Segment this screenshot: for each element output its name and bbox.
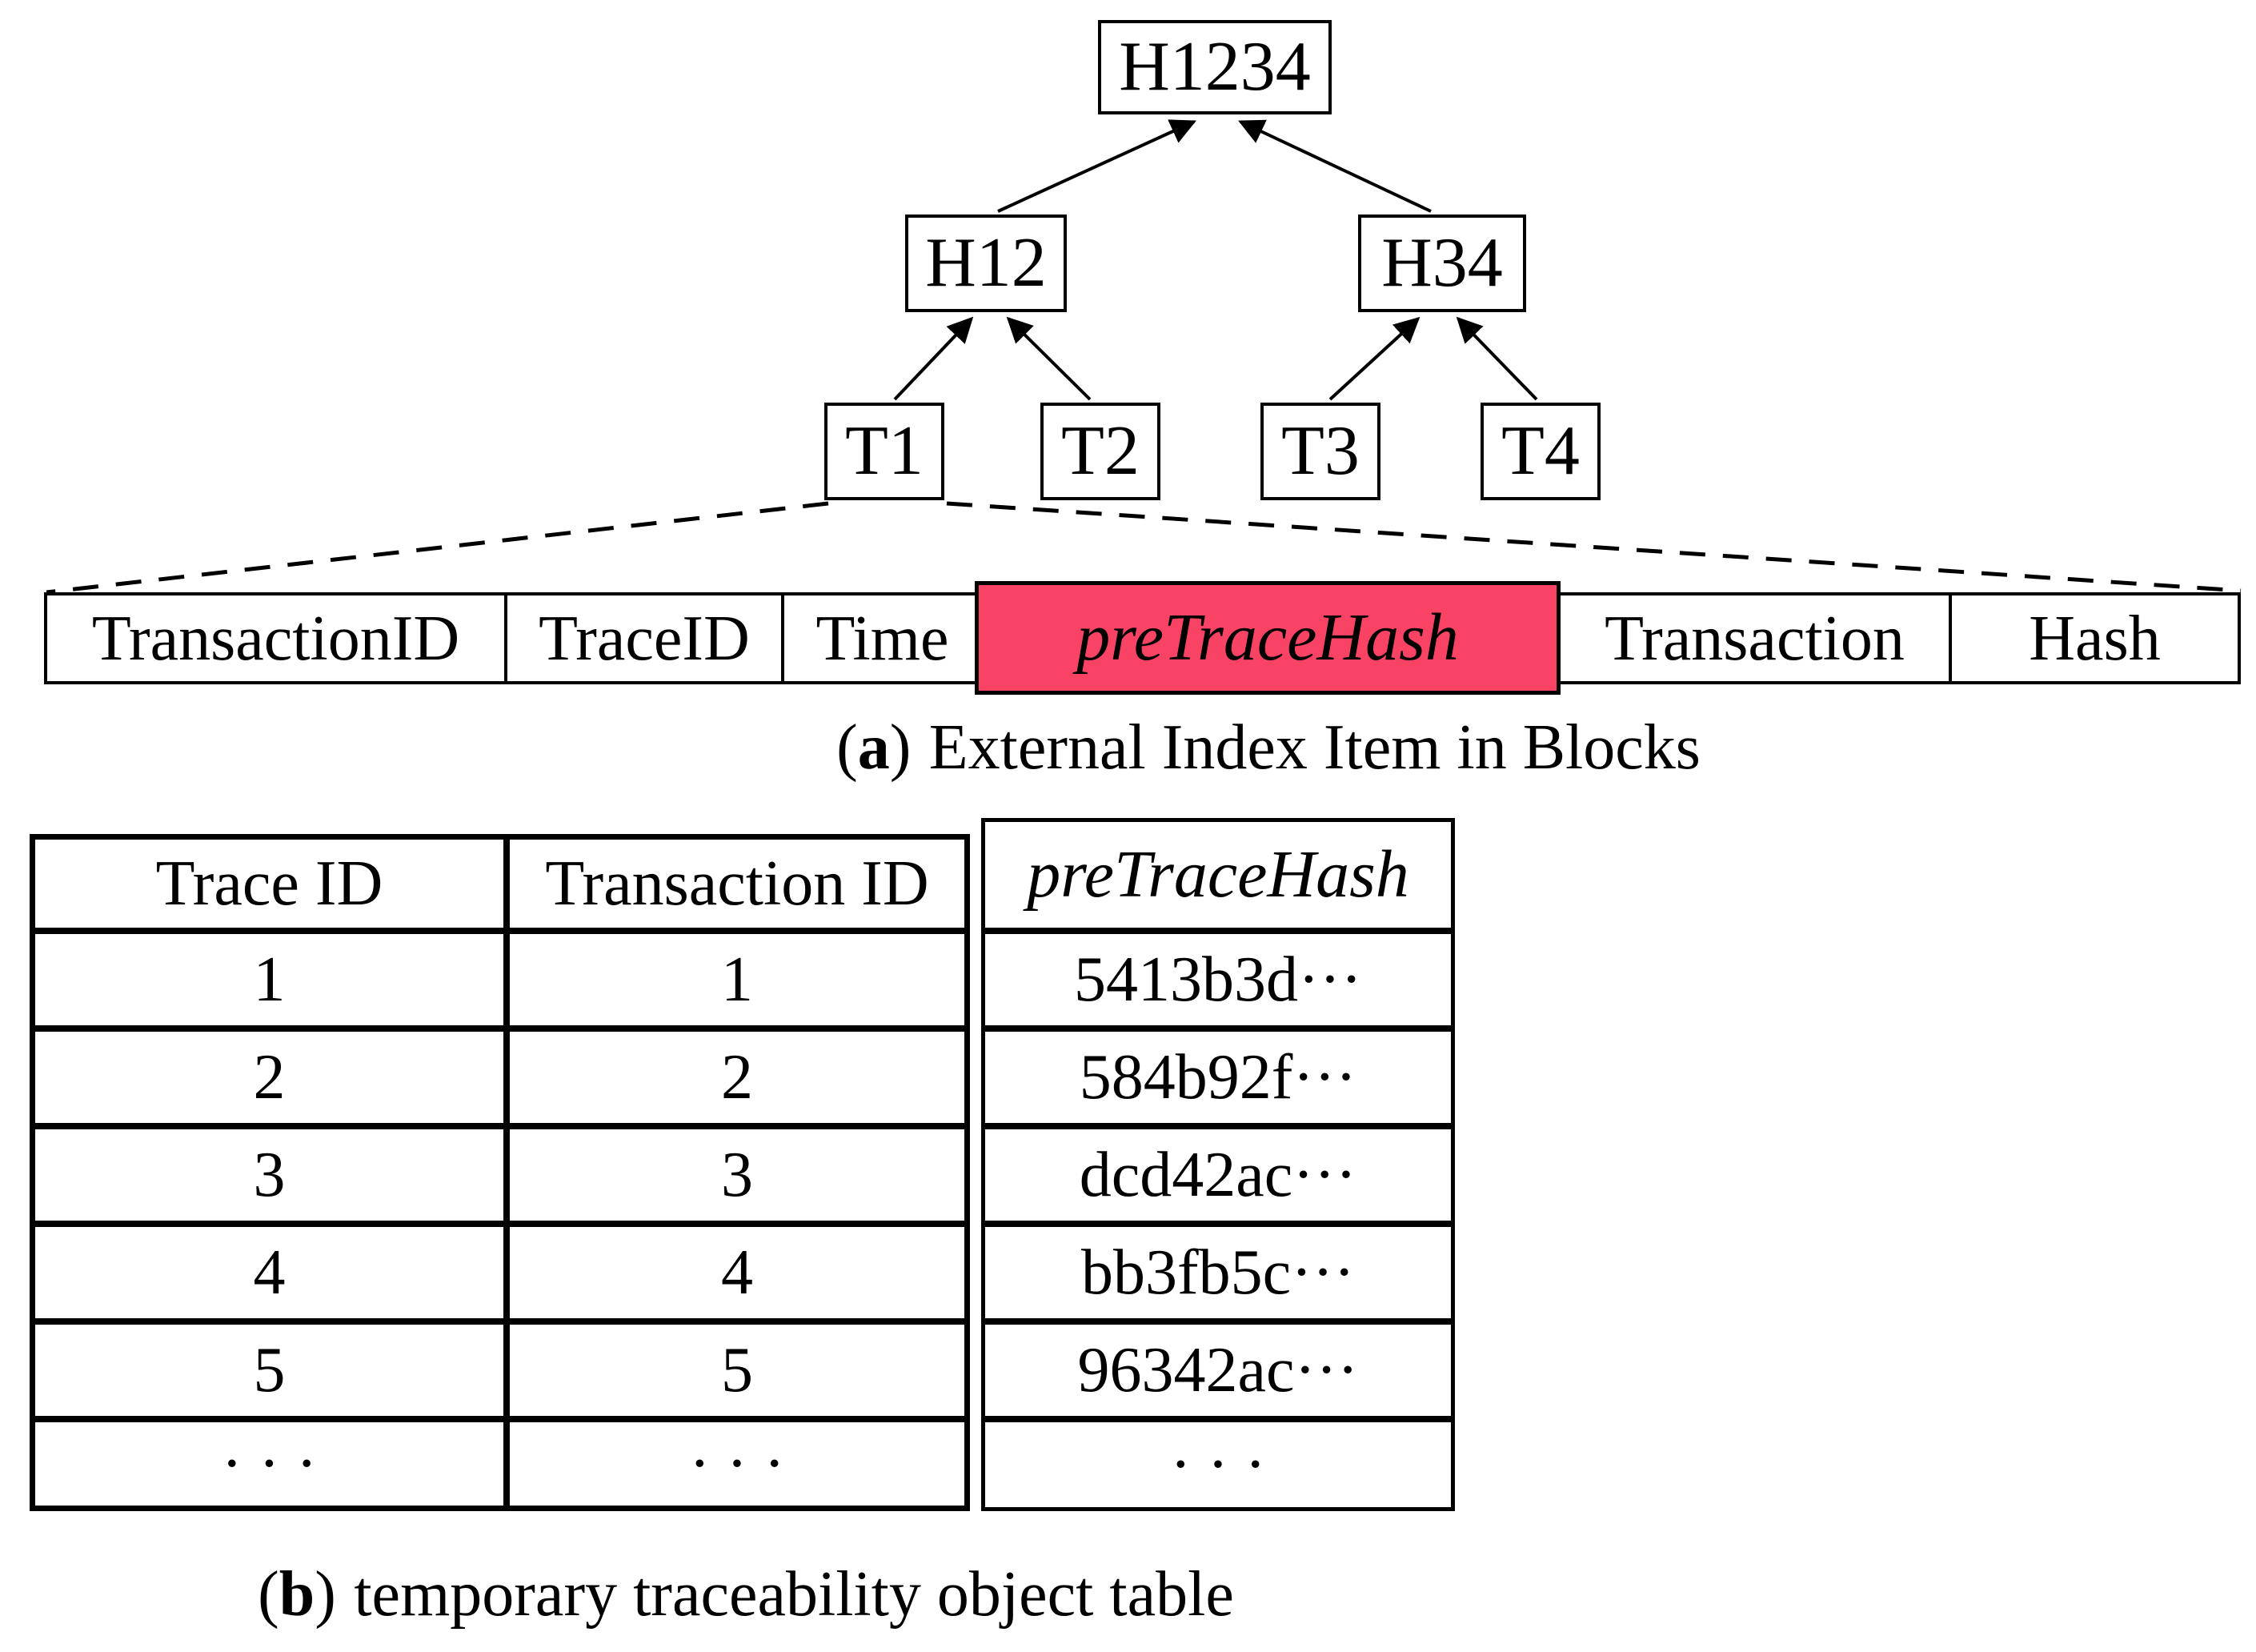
trace-table-hash-column: preTraceHash 5413b3d··· 584b92f··· dcd42…	[981, 818, 1455, 1511]
merkle-node-root: H1234	[1098, 20, 1332, 114]
table-cell-trace-id: 1	[35, 934, 510, 1025]
hash-value-cell: 5413b3d···	[985, 934, 1451, 1032]
table-cell-transaction-id: 1	[721, 944, 753, 1015]
edge-h12-to-root	[997, 119, 1196, 213]
table-cell-trace-id: 2	[35, 1032, 510, 1123]
record-field-transaction-id: TransactionID	[44, 592, 507, 684]
table-cell-transaction-id: 2	[721, 1042, 753, 1113]
table-row: 1 1	[35, 934, 964, 1032]
caption-b-paren-close: )	[315, 1559, 336, 1630]
table-row: 4 4	[35, 1227, 964, 1325]
table-cell-ellipsis: · · ·	[35, 1422, 510, 1506]
caption-b-letter: b	[278, 1559, 315, 1630]
hash-value-cell: bb3fb5c···	[985, 1227, 1451, 1325]
edge-t2-to-h12	[1006, 316, 1092, 401]
merkle-leaf-t2: T2	[1040, 403, 1160, 500]
caption-a: (a)External Index Item in Blocks	[708, 712, 1829, 783]
merkle-leaf-t4: T4	[1481, 403, 1601, 500]
caption-b-paren-open: (	[258, 1559, 279, 1630]
caption-a-paren-close: )	[889, 712, 912, 783]
table-cell-transaction-id: 5	[721, 1335, 753, 1405]
table-cell-transaction-id: 4	[721, 1237, 753, 1308]
caption-a-text: External Index Item in Blocks	[928, 712, 1701, 783]
hash-value-cell: 584b92f···	[985, 1032, 1451, 1129]
edge-t4-to-h34	[1456, 316, 1538, 401]
table-cell-trace-id: 3	[35, 1129, 510, 1221]
record-field-time: Time	[781, 592, 984, 684]
record-field-transaction: Transaction	[1557, 592, 1952, 684]
record-field-trace-id: TraceID	[504, 592, 784, 684]
edge-t3-to-h34	[1328, 316, 1421, 401]
table-row: 5 5	[35, 1325, 964, 1422]
col-header-transaction-id: Transaction ID	[545, 848, 929, 919]
merkle-leaf-t1: T1	[824, 403, 944, 500]
col-header-pretracehash: preTraceHash	[985, 822, 1451, 934]
table-cell-trace-id: 4	[35, 1227, 510, 1318]
expansion-dash-right	[946, 501, 2242, 593]
caption-b: (b) temporary traceability object table	[30, 1559, 1462, 1630]
edge-t1-to-h12	[893, 316, 974, 401]
table-header-row: Trace ID Transaction ID	[35, 840, 964, 934]
col-header-trace-id: Trace ID	[35, 840, 510, 928]
caption-a-paren-open: (	[836, 712, 858, 783]
table-row: 3 3	[35, 1129, 964, 1227]
hash-value-cell-ellipsis: · · ·	[1170, 1429, 1266, 1500]
table-cell-transaction-id: 3	[721, 1140, 753, 1210]
expansion-dash-left	[46, 501, 829, 595]
edge-h34-to-root	[1238, 119, 1432, 213]
table-row: 2 2	[35, 1032, 964, 1129]
record-field-pretracehash: preTraceHash	[975, 581, 1561, 695]
table-row-ellipsis: · · · · · ·	[35, 1422, 964, 1506]
merkle-node-h12: H12	[905, 215, 1067, 312]
hash-value-cell: dcd42ac···	[985, 1129, 1451, 1227]
record-field-hash: Hash	[1949, 592, 2241, 684]
trace-table: Trace ID Transaction ID 1 1 2 2 3 3 4 4 …	[30, 834, 970, 1511]
caption-a-letter: a	[857, 712, 890, 783]
caption-b-text: temporary traceability object table	[354, 1559, 1234, 1630]
merkle-leaf-t3: T3	[1260, 403, 1380, 500]
table-cell-trace-id: 5	[35, 1325, 510, 1416]
hash-value-cell: 96342ac···	[985, 1325, 1451, 1422]
table-cell-ellipsis: · · ·	[689, 1429, 785, 1499]
merkle-node-h34: H34	[1358, 215, 1526, 312]
